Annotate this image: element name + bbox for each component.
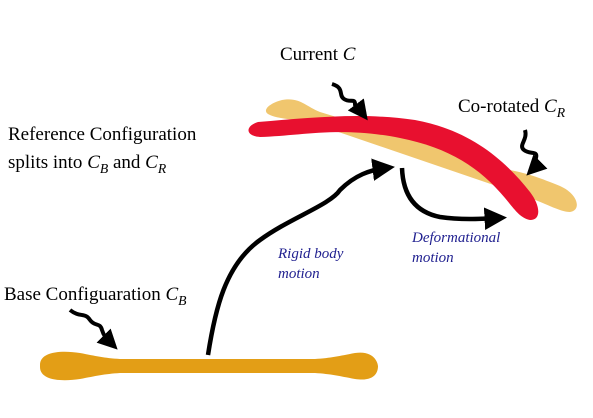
deformational-motion-label-line1: Deformational (412, 230, 501, 246)
rigid-body-motion-label-line2: motion (278, 266, 320, 282)
base-configuration-label: Base Configuaration CB (4, 284, 187, 308)
reference-configuration-label-line2: splits into CB and CR (8, 152, 167, 176)
base-pointer-squiggle (68, 308, 118, 350)
rigid-body-motion-label-line1: Rigid body (278, 246, 344, 262)
reference-configuration-label-line1: Reference Configuration (8, 124, 197, 145)
current-pointer-squiggle (331, 82, 368, 121)
current-configuration-label: Current C (280, 44, 356, 65)
corotated-pointer-squiggle (520, 129, 548, 176)
corotated-configuration-label: Co-rotated CR (458, 96, 566, 120)
rigid-body-motion-arrow (205, 158, 395, 356)
base-configuration-bar (40, 351, 378, 381)
deformational-motion-arrow (399, 167, 507, 230)
deformational-motion-label-line2: motion (412, 250, 454, 266)
current-configuration-bar (248, 116, 539, 220)
